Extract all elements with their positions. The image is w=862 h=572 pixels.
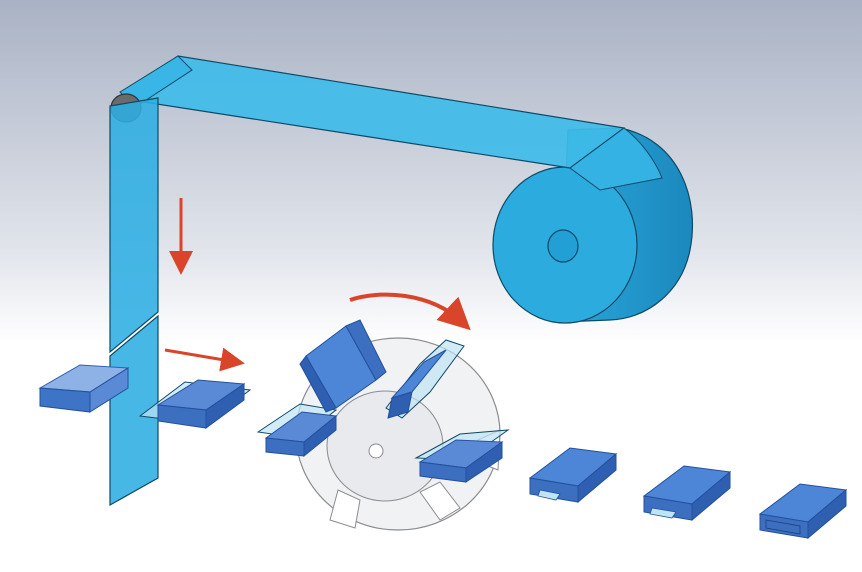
product-block-icon	[38, 364, 130, 413]
product-block-icon	[256, 403, 338, 458]
film-band-vertical	[109, 97, 159, 507]
product-block-icon	[642, 465, 732, 522]
product-block-icon	[138, 379, 252, 429]
product-block-icon	[385, 339, 465, 419]
rotation-arrow-icon	[349, 292, 471, 331]
feed-arrow-icon	[164, 347, 245, 372]
product-block-icon	[758, 483, 848, 540]
product-block-icon	[299, 319, 387, 413]
product-block-icon	[528, 447, 618, 504]
product-block-icon	[414, 429, 510, 483]
